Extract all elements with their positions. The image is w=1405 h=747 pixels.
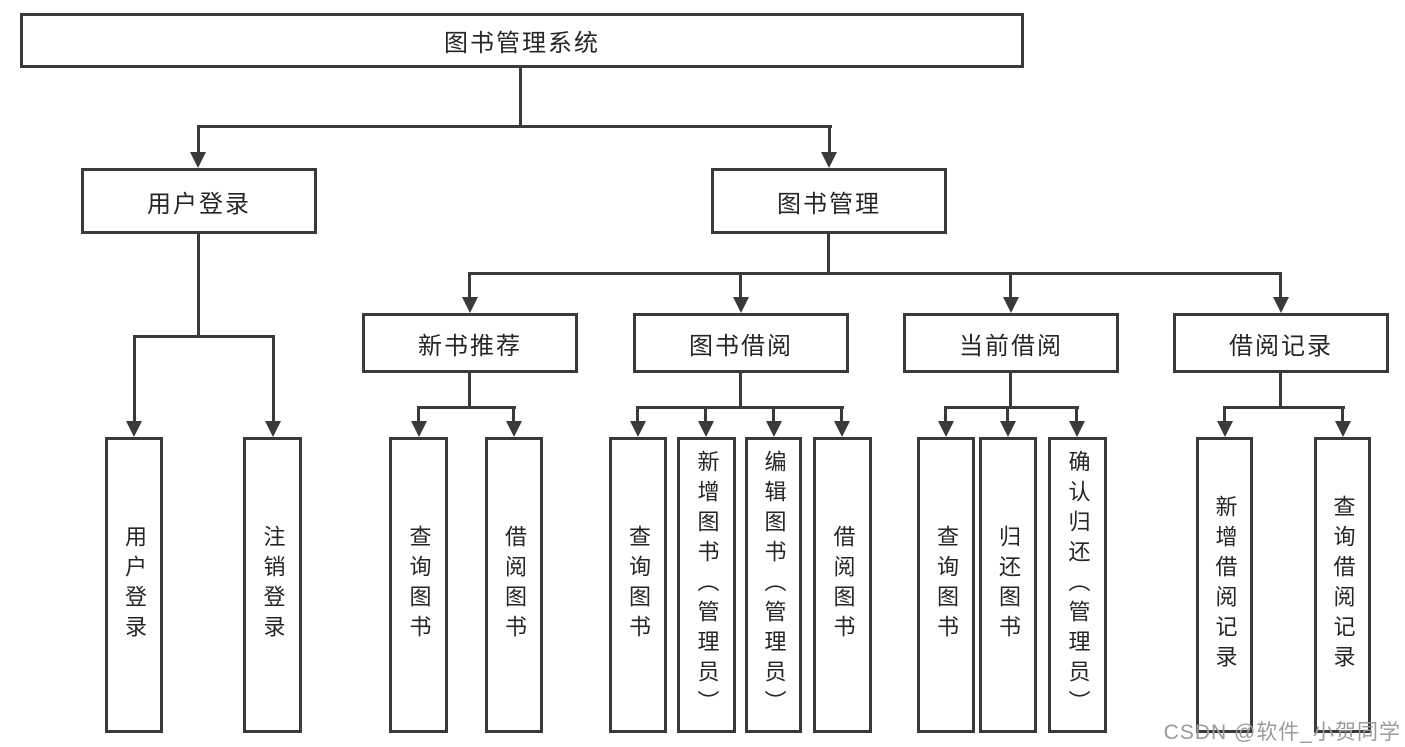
connector-records-stem: [1279, 373, 1282, 406]
connector-drop: [944, 406, 947, 424]
node-book-borrowing: 图书借阅: [633, 313, 849, 373]
connector-drop-records: [1279, 272, 1282, 300]
leaf-newbook-query-books: 查询图书: [389, 437, 448, 733]
leaf-label: 新增图书（管理员）: [694, 450, 720, 720]
connector-root-hbar: [197, 125, 832, 128]
arrowhead: [1000, 421, 1016, 437]
connector-drop: [704, 406, 707, 424]
leaf-label: 借阅图书: [502, 525, 527, 645]
connector-drop: [1075, 406, 1078, 424]
connector-drop-user-login: [197, 125, 200, 153]
connector-drop-logout-leaf: [272, 335, 275, 423]
connector-drop: [1341, 406, 1344, 424]
arrowhead: [1335, 421, 1351, 437]
leaf-label: 确认归还（管理员）: [1065, 450, 1091, 720]
node-new-book-recommendation: 新书推荐: [362, 313, 578, 373]
arrowhead-login-leaf: [126, 421, 142, 437]
leaf-label: 用户登录: [122, 525, 147, 645]
connector-root-stem: [519, 68, 522, 125]
arrowhead: [766, 421, 782, 437]
arrowhead-records: [1273, 297, 1289, 313]
arrowhead: [630, 421, 646, 437]
node-borrowing-records: 借阅记录: [1173, 313, 1389, 373]
node-book-management: 图书管理: [711, 168, 947, 234]
arrowhead-borrow: [733, 297, 749, 313]
connector-drop: [840, 406, 843, 424]
connector-drop-current: [1009, 272, 1012, 300]
connector-current-stem: [1009, 373, 1012, 406]
node-label: 新书推荐: [418, 332, 522, 360]
node-current-borrowing: 当前借阅: [903, 313, 1119, 373]
connector-borrow-hbar: [636, 406, 844, 409]
connector-new-book-hbar: [417, 406, 516, 409]
connector-records-hbar: [1223, 406, 1345, 409]
leaf-current-return-books: 归还图书: [979, 437, 1037, 733]
leaf-current-confirm-return-admin: 确认归还（管理员）: [1048, 437, 1107, 733]
connector-book-management-stem: [827, 234, 830, 272]
arrowhead: [506, 421, 522, 437]
leaf-borrow-borrow-books: 借阅图书: [813, 437, 872, 733]
arrowhead: [1069, 421, 1085, 437]
leaf-label: 查询图书: [934, 525, 959, 645]
node-label: 图书管理: [777, 190, 881, 218]
connector-drop-new-book: [468, 272, 471, 300]
leaf-borrow-edit-books-admin: 编辑图书（管理员）: [745, 437, 802, 733]
arrowhead: [411, 421, 427, 437]
connector-drop: [512, 406, 515, 424]
leaf-newbook-borrow-books: 借阅图书: [485, 437, 543, 733]
node-label: 用户登录: [147, 190, 251, 218]
leaf-borrow-add-books-admin: 新增图书（管理员）: [677, 437, 736, 733]
arrowhead-user-login: [190, 152, 206, 168]
connector-drop: [417, 406, 420, 424]
node-label: 当前借阅: [959, 332, 1063, 360]
csdn-watermark: CSDN @软件_小贺同学: [1163, 721, 1401, 744]
connector-new-book-stem: [468, 373, 471, 406]
node-library-management-system: 图书管理系统: [20, 13, 1024, 68]
connector-drop: [772, 406, 775, 424]
arrowhead: [834, 421, 850, 437]
arrowhead-new-book: [462, 297, 478, 313]
leaf-logout: 注销登录: [243, 437, 302, 733]
leaf-label: 查询借阅记录: [1330, 495, 1356, 675]
leaf-label: 注销登录: [260, 525, 286, 645]
leaf-label: 归还图书: [996, 525, 1021, 645]
leaf-records-query-record: 查询借阅记录: [1314, 437, 1371, 733]
arrowhead: [938, 421, 954, 437]
leaf-borrow-query-books: 查询图书: [609, 437, 667, 733]
arrowhead: [1217, 421, 1233, 437]
connector-drop-borrow: [739, 272, 742, 300]
leaf-user-login: 用户登录: [105, 437, 163, 733]
connector-current-hbar: [944, 406, 1079, 409]
leaf-records-add-record: 新增借阅记录: [1196, 437, 1253, 733]
connector-drop: [1223, 406, 1226, 424]
leaf-label: 借阅图书: [830, 525, 856, 645]
connector-user-login-stem: [197, 234, 200, 335]
arrowhead-logout-leaf: [265, 421, 281, 437]
connector-book-management-hbar: [468, 272, 1282, 275]
connector-borrow-stem: [739, 373, 742, 406]
leaf-label: 编辑图书（管理员）: [761, 450, 787, 720]
arrowhead: [698, 421, 714, 437]
node-label: 借阅记录: [1229, 332, 1333, 360]
arrowhead-book-management: [821, 152, 837, 168]
connector-drop-book-management: [828, 125, 831, 153]
connector-drop: [1006, 406, 1009, 424]
node-label: 图书管理系统: [444, 30, 600, 57]
connector-drop: [636, 406, 639, 424]
node-user-login: 用户登录: [81, 168, 317, 234]
arrowhead-current: [1003, 297, 1019, 313]
leaf-label: 查询图书: [626, 525, 651, 645]
leaf-label: 查询图书: [406, 525, 432, 645]
node-label: 图书借阅: [689, 332, 793, 360]
connector-drop-login-leaf: [133, 335, 136, 423]
connector-user-login-hbar: [133, 335, 275, 338]
leaf-label: 新增借阅记录: [1212, 495, 1238, 675]
leaf-current-query-books: 查询图书: [917, 437, 975, 733]
